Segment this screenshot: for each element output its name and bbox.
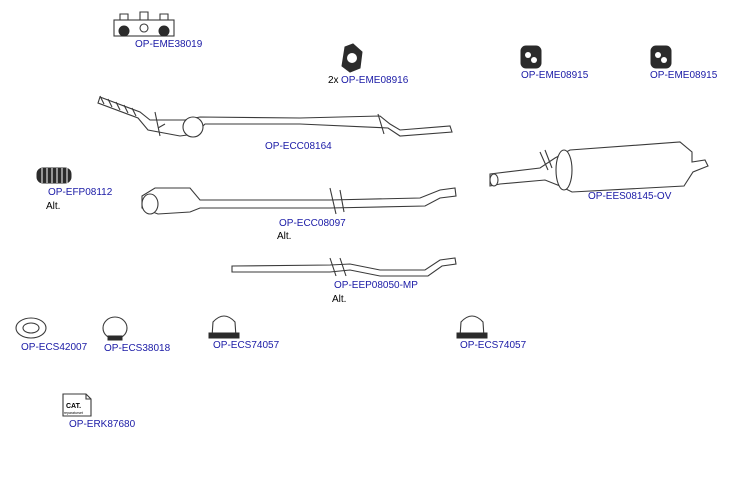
clamp-4[interactable]	[456, 315, 488, 339]
label-rubber-hanger-1[interactable]: OP-EME08915	[521, 70, 589, 81]
label-catalytic-converter-2[interactable]: OP-ECC08097	[279, 218, 346, 229]
label-clamp-1[interactable]: OP-ECS42007	[21, 342, 88, 353]
label-repair-kit[interactable]: OP-ERK87680	[69, 419, 136, 430]
clamp-1[interactable]	[15, 317, 47, 339]
label-rear-silencer[interactable]: OP-EES08145-OV	[588, 191, 672, 202]
flex-pipe[interactable]	[36, 167, 72, 184]
rubber-hanger-1[interactable]	[520, 45, 542, 69]
label-flex-pipe[interactable]: OP-EFP08112	[48, 187, 113, 198]
label-clamp-2[interactable]: OP-ECS38018	[104, 343, 171, 354]
repair-kit-icon-subtext: reparaturset	[64, 411, 83, 415]
label-clamp-3[interactable]: OP-ECS74057	[213, 340, 280, 351]
rubber-hanger-small[interactable]	[341, 43, 363, 73]
label-intermediate-pipe[interactable]: OP-EEP08050-MP	[334, 280, 418, 291]
label-clamp-4[interactable]: OP-ECS74057	[460, 340, 527, 351]
alt-note-intermediate-pipe: Alt.	[332, 294, 347, 305]
front-hanger-bracket[interactable]	[113, 11, 175, 37]
quantity-prefix: 2x	[328, 75, 339, 86]
label-catalytic-converter-1[interactable]: OP-ECC08164	[265, 141, 332, 152]
catalytic-converter-2[interactable]	[141, 187, 457, 215]
label-front-hanger-bracket[interactable]: OP-EME38019	[135, 39, 203, 50]
alt-note-catalytic-converter-2: Alt.	[277, 231, 292, 242]
rubber-hanger-2[interactable]	[650, 45, 672, 69]
intermediate-pipe[interactable]	[231, 257, 457, 277]
catalytic-converter-1[interactable]	[97, 95, 453, 138]
label-rubber-hanger-2[interactable]: OP-EME08915	[650, 70, 718, 81]
clamp-3[interactable]	[208, 315, 240, 339]
rear-silencer[interactable]	[489, 141, 709, 193]
repair-kit-icon-text: CAT.	[66, 403, 81, 410]
label-rubber-hanger-small[interactable]: OP-EME08916	[341, 75, 409, 86]
clamp-2[interactable]	[102, 316, 128, 341]
repair-kit-box[interactable]: CAT. reparaturset	[62, 393, 92, 417]
alt-note-flex-pipe: Alt.	[46, 201, 61, 212]
